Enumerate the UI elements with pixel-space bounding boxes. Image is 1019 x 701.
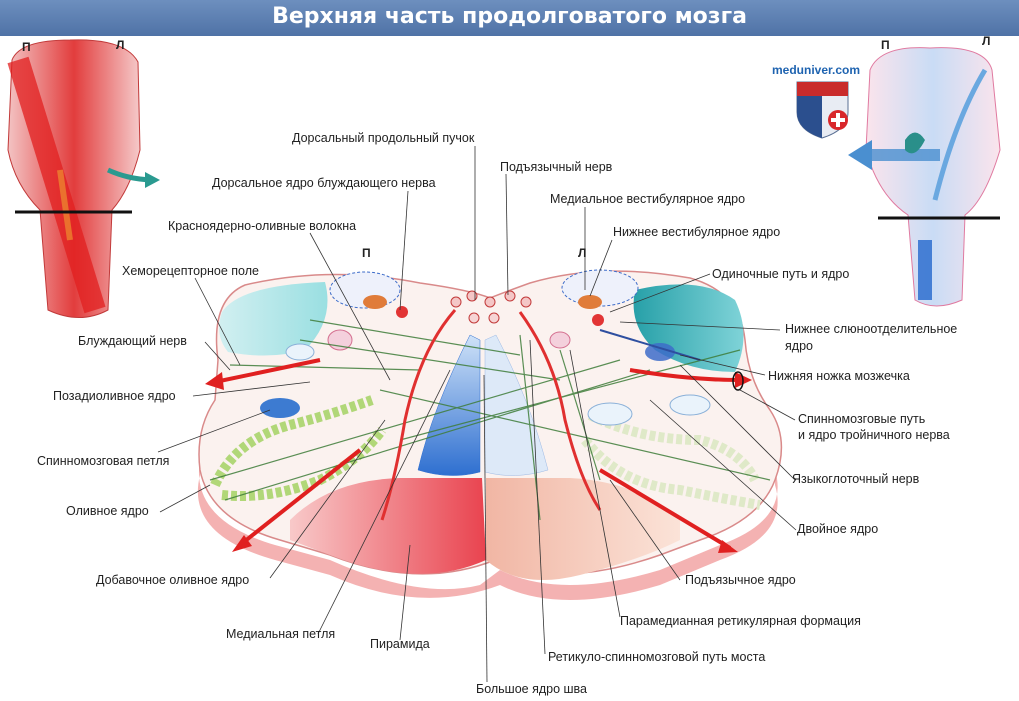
label-chemoreceptor-field: Хеморецепторное поле (122, 264, 259, 278)
label-pyramid: Пирамида (370, 637, 430, 651)
site-name: meduniver.com (772, 63, 861, 77)
label-inferior-cerebellar-peduncle: Нижняя ножка мозжечка (768, 369, 910, 383)
label-glossopharyngeal-nerve: Языкоглоточный нерв (792, 472, 920, 486)
leader-lines (157, 146, 797, 683)
label-posterior-olivary-nucleus: Позадиоливное ядро (53, 389, 176, 403)
label-dorsal-vagal-nucleus: Дорсальное ядро блуждающего нерва (212, 176, 436, 190)
label-pontine-reticulospinal-tract: Ретикуло-спинномозговой путь моста (548, 650, 766, 664)
label-spinal-trigeminal-1: Спинномозговые путь (798, 412, 926, 426)
label-hypoglossal-nerve: Подъязычный нерв (500, 160, 613, 174)
label-inferior-salivatory-nucleus-2: ядро (785, 339, 813, 353)
label-medial-vestibular-nucleus: Медиальное вестибулярное ядро (550, 192, 746, 206)
title-bar (0, 0, 1019, 36)
meduniver-logo (796, 81, 849, 139)
side-marker-left-inset-right: Л (982, 34, 991, 48)
label-vagus-nerve: Блуждающий нерв (78, 334, 187, 348)
label-dorsal-longitudinal-fasciculus: Дорсальный продольный пучок (292, 131, 475, 145)
label-hypoglossal-nucleus: Подъязычное ядро (685, 573, 796, 587)
label-spinal-lemniscus: Спинномозговая петля (37, 454, 170, 468)
label-nucleus-raphe-magnus: Большое ядро шва (476, 682, 588, 696)
label-paramedian-reticular-formation: Парамедианная ретикулярная формация (620, 614, 861, 628)
side-marker-right-main: П (362, 246, 371, 260)
label-inferior-vestibular-nucleus: Нижнее вестибулярное ядро (613, 225, 781, 239)
side-marker-right-inset-left: П (22, 40, 31, 54)
medulla-cross-section (157, 146, 797, 683)
side-marker-left-inset-left: Л (116, 38, 125, 52)
side-marker-right-inset-right: П (881, 38, 890, 52)
red-tracts (205, 309, 752, 553)
label-nucleus-ambiguus: Двойное ядро (797, 522, 879, 536)
page-title: Верхняя часть продолговатого мозга (272, 4, 747, 29)
brainstem-inset-left (7, 39, 160, 318)
label-inferior-salivatory-nucleus-1: Нижнее слюноотделительное (785, 322, 958, 336)
brainstem-inset-right (848, 47, 1001, 307)
side-marker-left-main: Л (578, 246, 587, 260)
label-solitary-tract-nucleus: Одиночные путь и ядро (712, 267, 850, 281)
label-rubro-olivary-fibers: Красноядерно-оливные волокна (168, 219, 357, 233)
green-fibers (209, 319, 771, 521)
hypoglossal-nuclei (450, 290, 532, 324)
label-olivary-nucleus: Оливное ядро (66, 504, 149, 518)
label-medial-lemniscus: Медиальная петля (226, 627, 336, 641)
label-spinal-trigeminal-2: и ядро тройничного нерва (798, 428, 950, 442)
label-accessory-olivary-nucleus: Добавочное оливное ядро (96, 573, 250, 587)
